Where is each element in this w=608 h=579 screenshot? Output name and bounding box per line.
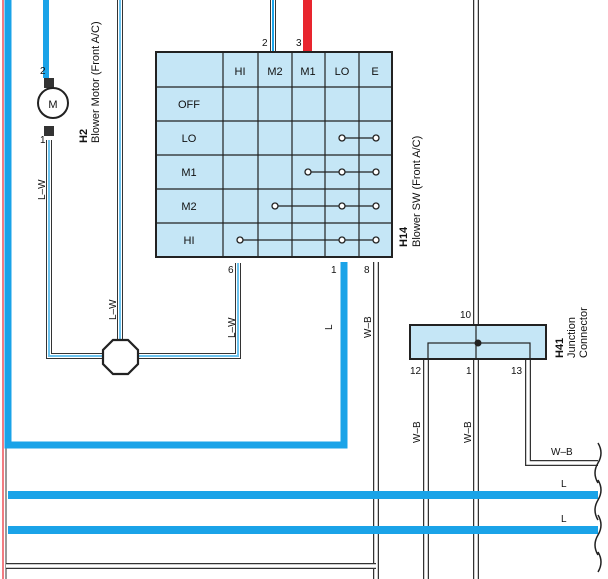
- wire-label-motor-right: L–W: [108, 299, 119, 320]
- row-header-m2: M2: [181, 201, 196, 213]
- switch-code: H14: [398, 226, 410, 247]
- sw-pin-2: 2: [262, 38, 268, 49]
- col-header-m2: M2: [267, 66, 282, 78]
- sw-pin-1: 1: [331, 265, 337, 276]
- motor-code: H2: [78, 129, 90, 143]
- break-mark-3: [594, 514, 602, 556]
- col-header-m1: M1: [300, 66, 315, 78]
- break-mark-1: [594, 442, 602, 484]
- wire-label-right-wb: W–B: [551, 447, 573, 458]
- wire-label-jc-left: W–B: [412, 421, 423, 443]
- sw-pin-6: 6: [228, 265, 234, 276]
- motor-pin-top: 2: [40, 66, 46, 77]
- wire-sw-pin6: [137, 263, 241, 359]
- wire-l-horizontal-1: [8, 491, 598, 499]
- wire-label-jc-mid: W–B: [463, 421, 474, 443]
- jc-pin-1: 1: [466, 366, 472, 377]
- sw-pin-8: 8: [364, 265, 370, 276]
- junction-code: H41: [554, 338, 566, 358]
- col-header-e: E: [371, 66, 378, 78]
- wire-label-pin6: L–W: [227, 317, 238, 338]
- break-mark-2: [594, 479, 602, 521]
- wire-label-pin1: L: [324, 324, 335, 330]
- sw-pin-3: 3: [296, 38, 302, 49]
- col-header-hi: HI: [235, 66, 246, 78]
- wire-label-motor-left: L–W: [37, 179, 48, 200]
- motor-icon: [37, 87, 69, 119]
- junction-name-2: Connector: [578, 307, 590, 358]
- blower-switch: HI M2 M1 LO E OFF LO M1 M2 HI 2 3 6 1: [155, 38, 423, 276]
- motor-pin-bottom: 1: [40, 135, 46, 146]
- col-header-lo: LO: [335, 66, 350, 78]
- wire-l-horizontal-2: [8, 526, 598, 534]
- jc-pin-10: 10: [460, 310, 472, 321]
- row-header-m1: M1: [181, 167, 196, 179]
- wire-sw-pin3-red: [303, 0, 312, 52]
- splice-point-icon: [101, 338, 140, 376]
- row-header-hi: HI: [184, 235, 195, 247]
- wire-label-right-l2: L: [561, 514, 567, 525]
- wire-label-right-l1: L: [561, 479, 567, 490]
- break-mark-4: [597, 551, 602, 573]
- motor-name: Blower Motor (Front A/C): [90, 21, 102, 143]
- wire-label-pin8: W–B: [363, 316, 374, 338]
- jc-pin-13: 13: [511, 366, 523, 377]
- row-header-off: OFF: [178, 99, 200, 111]
- motor-symbol: M: [48, 99, 57, 111]
- junction-name-1: Junction: [566, 317, 578, 358]
- blower-motor: M 2 1 H2 Blower Motor (Front A/C): [37, 21, 102, 146]
- wire-motor-lw: [43, 0, 105, 359]
- jc-pin-12: 12: [410, 366, 422, 377]
- row-header-lo: LO: [182, 133, 197, 145]
- wire-jc-pin13: [525, 359, 598, 466]
- switch-name: Blower SW (Front A/C): [411, 136, 423, 247]
- junction-node: [474, 339, 482, 347]
- junction-connector: 10 12 1 13 H41 Junction Connector: [409, 307, 590, 377]
